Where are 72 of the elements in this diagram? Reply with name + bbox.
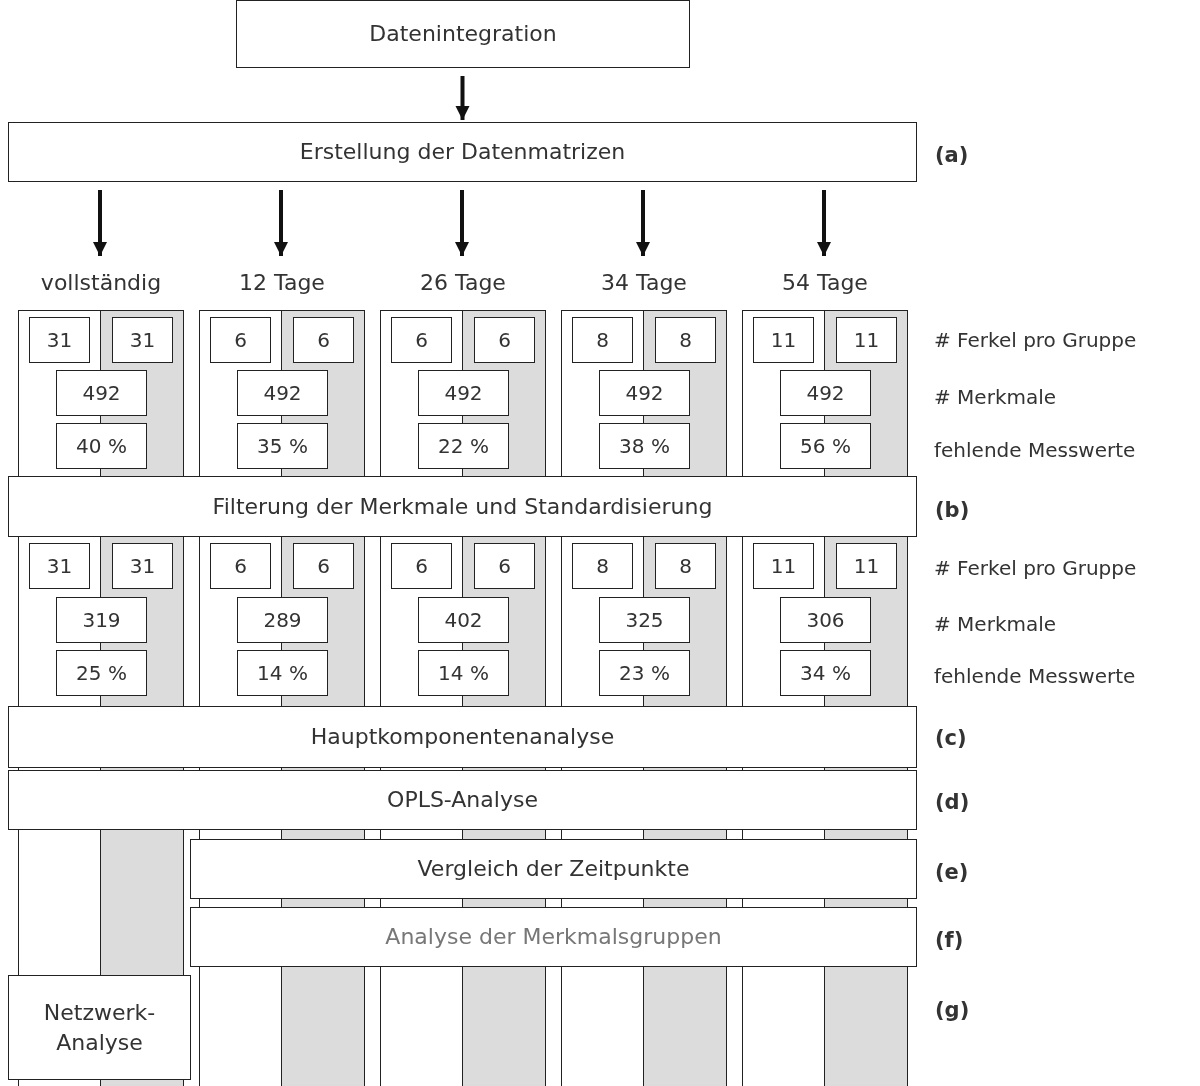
step-band: Analyse der Merkmalsgruppen <box>190 907 917 967</box>
arrow <box>636 190 650 256</box>
value-box: 11 <box>836 317 897 363</box>
value-box: 31 <box>29 317 90 363</box>
value-box: 6 <box>474 317 535 363</box>
value-box: 289 <box>237 597 328 643</box>
arrow <box>455 76 470 120</box>
arrow <box>93 190 107 256</box>
arrow <box>817 190 831 256</box>
step-band: Hauptkomponentenanalyse <box>8 706 917 768</box>
step-letter: (g) <box>935 997 970 1024</box>
value-box: 34 % <box>780 650 871 696</box>
value-box: 14 % <box>237 650 328 696</box>
arrow <box>455 190 469 256</box>
value-box: 14 % <box>418 650 509 696</box>
row-label: # Ferkel pro Gruppe <box>934 327 1137 354</box>
value-box: 38 % <box>599 423 690 469</box>
column-heading: 34 Tage <box>600 269 688 297</box>
value-box: 11 <box>836 543 897 589</box>
step-letter: (a) <box>935 142 969 169</box>
step-band: OPLS-Analyse <box>8 770 917 830</box>
step-letter: (c) <box>935 725 967 752</box>
value-box: 8 <box>655 317 716 363</box>
value-box: 6 <box>210 543 271 589</box>
value-box: 8 <box>572 543 633 589</box>
column-heading: 54 Tage <box>781 269 869 297</box>
value-box: 492 <box>237 370 328 416</box>
value-box: 40 % <box>56 423 147 469</box>
column-heading: vollständig <box>39 269 163 297</box>
value-box: 11 <box>753 317 814 363</box>
step-band: Netzwerk-Analyse <box>8 975 191 1080</box>
value-box: 6 <box>474 543 535 589</box>
value-box: 6 <box>391 543 452 589</box>
value-box: 325 <box>599 597 690 643</box>
value-box: 306 <box>780 597 871 643</box>
value-box: 35 % <box>237 423 328 469</box>
value-box: 6 <box>293 317 354 363</box>
step-letter: (b) <box>935 497 970 524</box>
value-box: 31 <box>29 543 90 589</box>
value-box: 8 <box>572 317 633 363</box>
value-box: 6 <box>210 317 271 363</box>
value-box: 492 <box>56 370 147 416</box>
step-letter: (e) <box>935 859 969 886</box>
value-box: 6 <box>293 543 354 589</box>
value-box: 492 <box>418 370 509 416</box>
value-box: 402 <box>418 597 509 643</box>
value-box: 492 <box>599 370 690 416</box>
row-label: # Ferkel pro Gruppe <box>934 555 1137 582</box>
value-box: 56 % <box>780 423 871 469</box>
step-letter: (f) <box>935 927 964 954</box>
process-box: Erstellung der Datenmatrizen <box>8 122 917 182</box>
row-label: # Merkmale <box>934 384 1057 411</box>
arrow <box>274 190 288 256</box>
value-box: 22 % <box>418 423 509 469</box>
step-band: Vergleich der Zeitpunkte <box>190 839 917 899</box>
column-heading: 12 Tage <box>238 269 326 297</box>
step-band: Filterung der Merkmale und Standardisierung <box>8 476 917 537</box>
value-box: 31 <box>112 543 173 589</box>
value-box: 25 % <box>56 650 147 696</box>
row-label: fehlende Messwerte <box>934 437 1136 464</box>
value-box: 492 <box>780 370 871 416</box>
row-label: # Merkmale <box>934 611 1057 638</box>
value-box: 319 <box>56 597 147 643</box>
row-label: fehlende Messwerte <box>934 663 1136 690</box>
step-letter: (d) <box>935 789 970 816</box>
column-heading: 26 Tage <box>419 269 507 297</box>
value-box: 23 % <box>599 650 690 696</box>
process-box: Datenintegration <box>236 0 690 68</box>
value-box: 6 <box>391 317 452 363</box>
value-box: 11 <box>753 543 814 589</box>
value-box: 31 <box>112 317 173 363</box>
value-box: 8 <box>655 543 716 589</box>
